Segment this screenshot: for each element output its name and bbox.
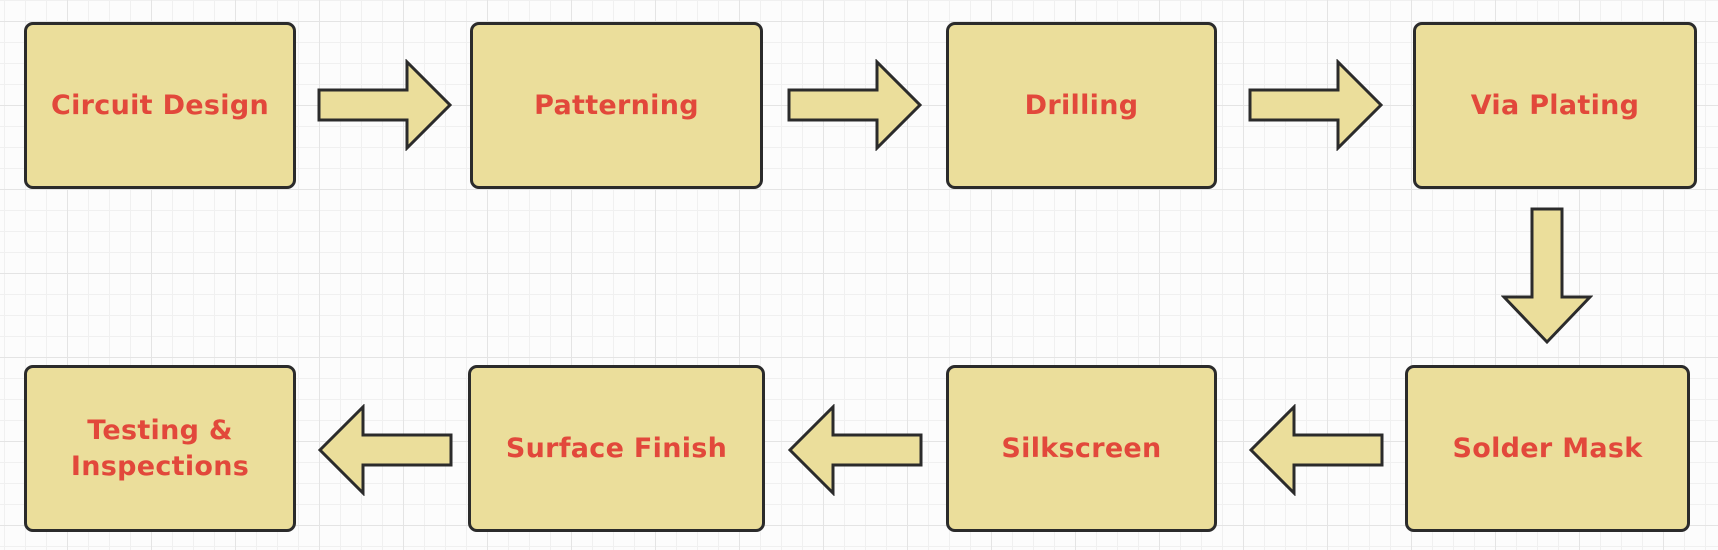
node-drilling: Drilling xyxy=(946,22,1217,189)
node-via-plating: Via Plating xyxy=(1413,22,1697,189)
arrow-via-plating-to-solder-mask-icon xyxy=(1501,207,1593,345)
node-patterning: Patterning xyxy=(470,22,763,189)
node-silkscreen-label: Silkscreen xyxy=(1001,432,1162,464)
arrow-surface-finish-to-testing-inspections-icon xyxy=(317,404,453,496)
node-solder-mask-label: Solder Mask xyxy=(1452,432,1643,464)
node-patterning-label: Patterning xyxy=(534,89,699,121)
arrow-patterning-to-drilling-icon xyxy=(787,59,923,151)
node-surface-finish-label: Surface Finish xyxy=(505,432,728,464)
node-testing-inspections-label: Testing & Inspections xyxy=(70,415,250,482)
node-via-plating-label: Via Plating xyxy=(1470,89,1640,121)
node-silkscreen: Silkscreen xyxy=(946,365,1217,532)
node-drilling-label: Drilling xyxy=(1024,89,1139,121)
arrow-solder-mask-to-silkscreen-icon xyxy=(1248,404,1384,496)
arrow-drilling-to-via-plating-icon xyxy=(1248,59,1384,151)
node-testing-inspections: Testing & Inspections xyxy=(24,365,296,532)
node-solder-mask: Solder Mask xyxy=(1405,365,1690,532)
node-circuit-design-label: Circuit Design xyxy=(51,89,269,121)
node-surface-finish: Surface Finish xyxy=(468,365,765,532)
node-circuit-design: Circuit Design xyxy=(24,22,296,189)
arrow-circuit-design-to-patterning-icon xyxy=(317,59,453,151)
arrow-silkscreen-to-surface-finish-icon xyxy=(787,404,923,496)
